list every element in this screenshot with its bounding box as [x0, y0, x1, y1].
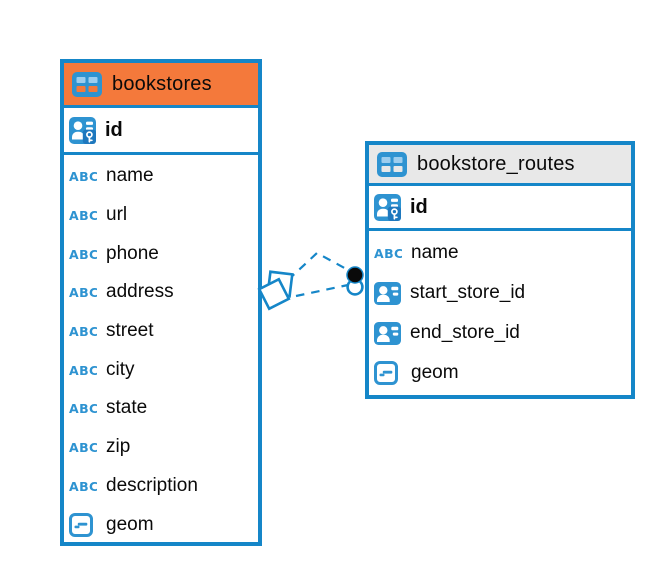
column-row[interactable]: phone — [64, 234, 258, 273]
text-type-icon — [69, 440, 97, 454]
text-type-icon — [374, 246, 402, 260]
column-row[interactable]: geom — [64, 505, 258, 544]
one-end-circle-markers — [346, 266, 364, 296]
relationship-line — [287, 251, 351, 281]
many-end-diamond-markers — [257, 270, 294, 311]
column-name: city — [106, 358, 135, 380]
column-name: name — [106, 165, 154, 187]
column-name: zip — [106, 436, 131, 458]
table-icon — [377, 152, 407, 177]
table-title: bookstores — [112, 72, 212, 95]
column-name: address — [106, 281, 174, 303]
column-row[interactable]: end_store_id — [369, 313, 631, 353]
column-row[interactable]: start_store_id — [369, 273, 631, 313]
relationship-line — [295, 283, 349, 298]
column-name: name — [411, 242, 459, 263]
column-row[interactable]: address — [64, 273, 258, 312]
table-title: bookstore_routes — [417, 152, 575, 175]
entity-table-bookstores[interactable]: bookstores id name url phone address — [60, 59, 262, 546]
text-type-icon — [69, 479, 97, 493]
geometry-type-icon — [69, 513, 93, 537]
foreign-key-icon — [374, 282, 401, 305]
column-list: name start_store_id end_store_id geom — [369, 231, 631, 395]
column-row-pk[interactable]: id — [369, 186, 631, 231]
text-type-icon — [69, 169, 97, 183]
column-row[interactable]: city — [64, 350, 258, 389]
column-row[interactable]: name — [369, 233, 631, 273]
column-name: geom — [411, 362, 459, 383]
primary-key-icon — [374, 194, 401, 221]
text-type-icon — [69, 208, 97, 222]
primary-key-icon — [69, 117, 96, 144]
table-icon — [72, 72, 102, 97]
table-header-bookstores[interactable]: bookstores — [64, 63, 258, 108]
geometry-type-icon — [374, 361, 398, 385]
column-row[interactable]: name — [64, 157, 258, 196]
column-row[interactable]: geom — [369, 353, 631, 393]
column-name: description — [106, 474, 198, 496]
column-row[interactable]: state — [64, 389, 258, 428]
column-row[interactable]: street — [64, 312, 258, 351]
column-row-pk[interactable]: id — [64, 108, 258, 155]
column-row[interactable]: url — [64, 196, 258, 235]
column-name: id — [105, 118, 123, 141]
column-name: geom — [106, 513, 154, 535]
text-type-icon — [69, 401, 97, 415]
table-header-bookstore-routes[interactable]: bookstore_routes — [369, 145, 631, 186]
column-name: phone — [106, 242, 159, 264]
column-name: street — [106, 320, 154, 342]
text-type-icon — [69, 247, 97, 261]
column-name: url — [106, 204, 128, 226]
text-type-icon — [69, 285, 97, 299]
column-name: start_store_id — [410, 282, 526, 303]
column-name: state — [106, 397, 148, 419]
text-type-icon — [69, 324, 97, 338]
column-row[interactable]: description — [64, 467, 258, 506]
column-row[interactable]: zip — [64, 428, 258, 467]
foreign-key-icon — [374, 322, 401, 345]
column-list: name url phone address street city — [64, 155, 258, 544]
column-name: id — [410, 195, 428, 218]
text-type-icon — [69, 363, 97, 377]
column-name: end_store_id — [410, 322, 520, 343]
entity-table-bookstore-routes[interactable]: bookstore_routes id name start_store_id … — [365, 141, 635, 399]
